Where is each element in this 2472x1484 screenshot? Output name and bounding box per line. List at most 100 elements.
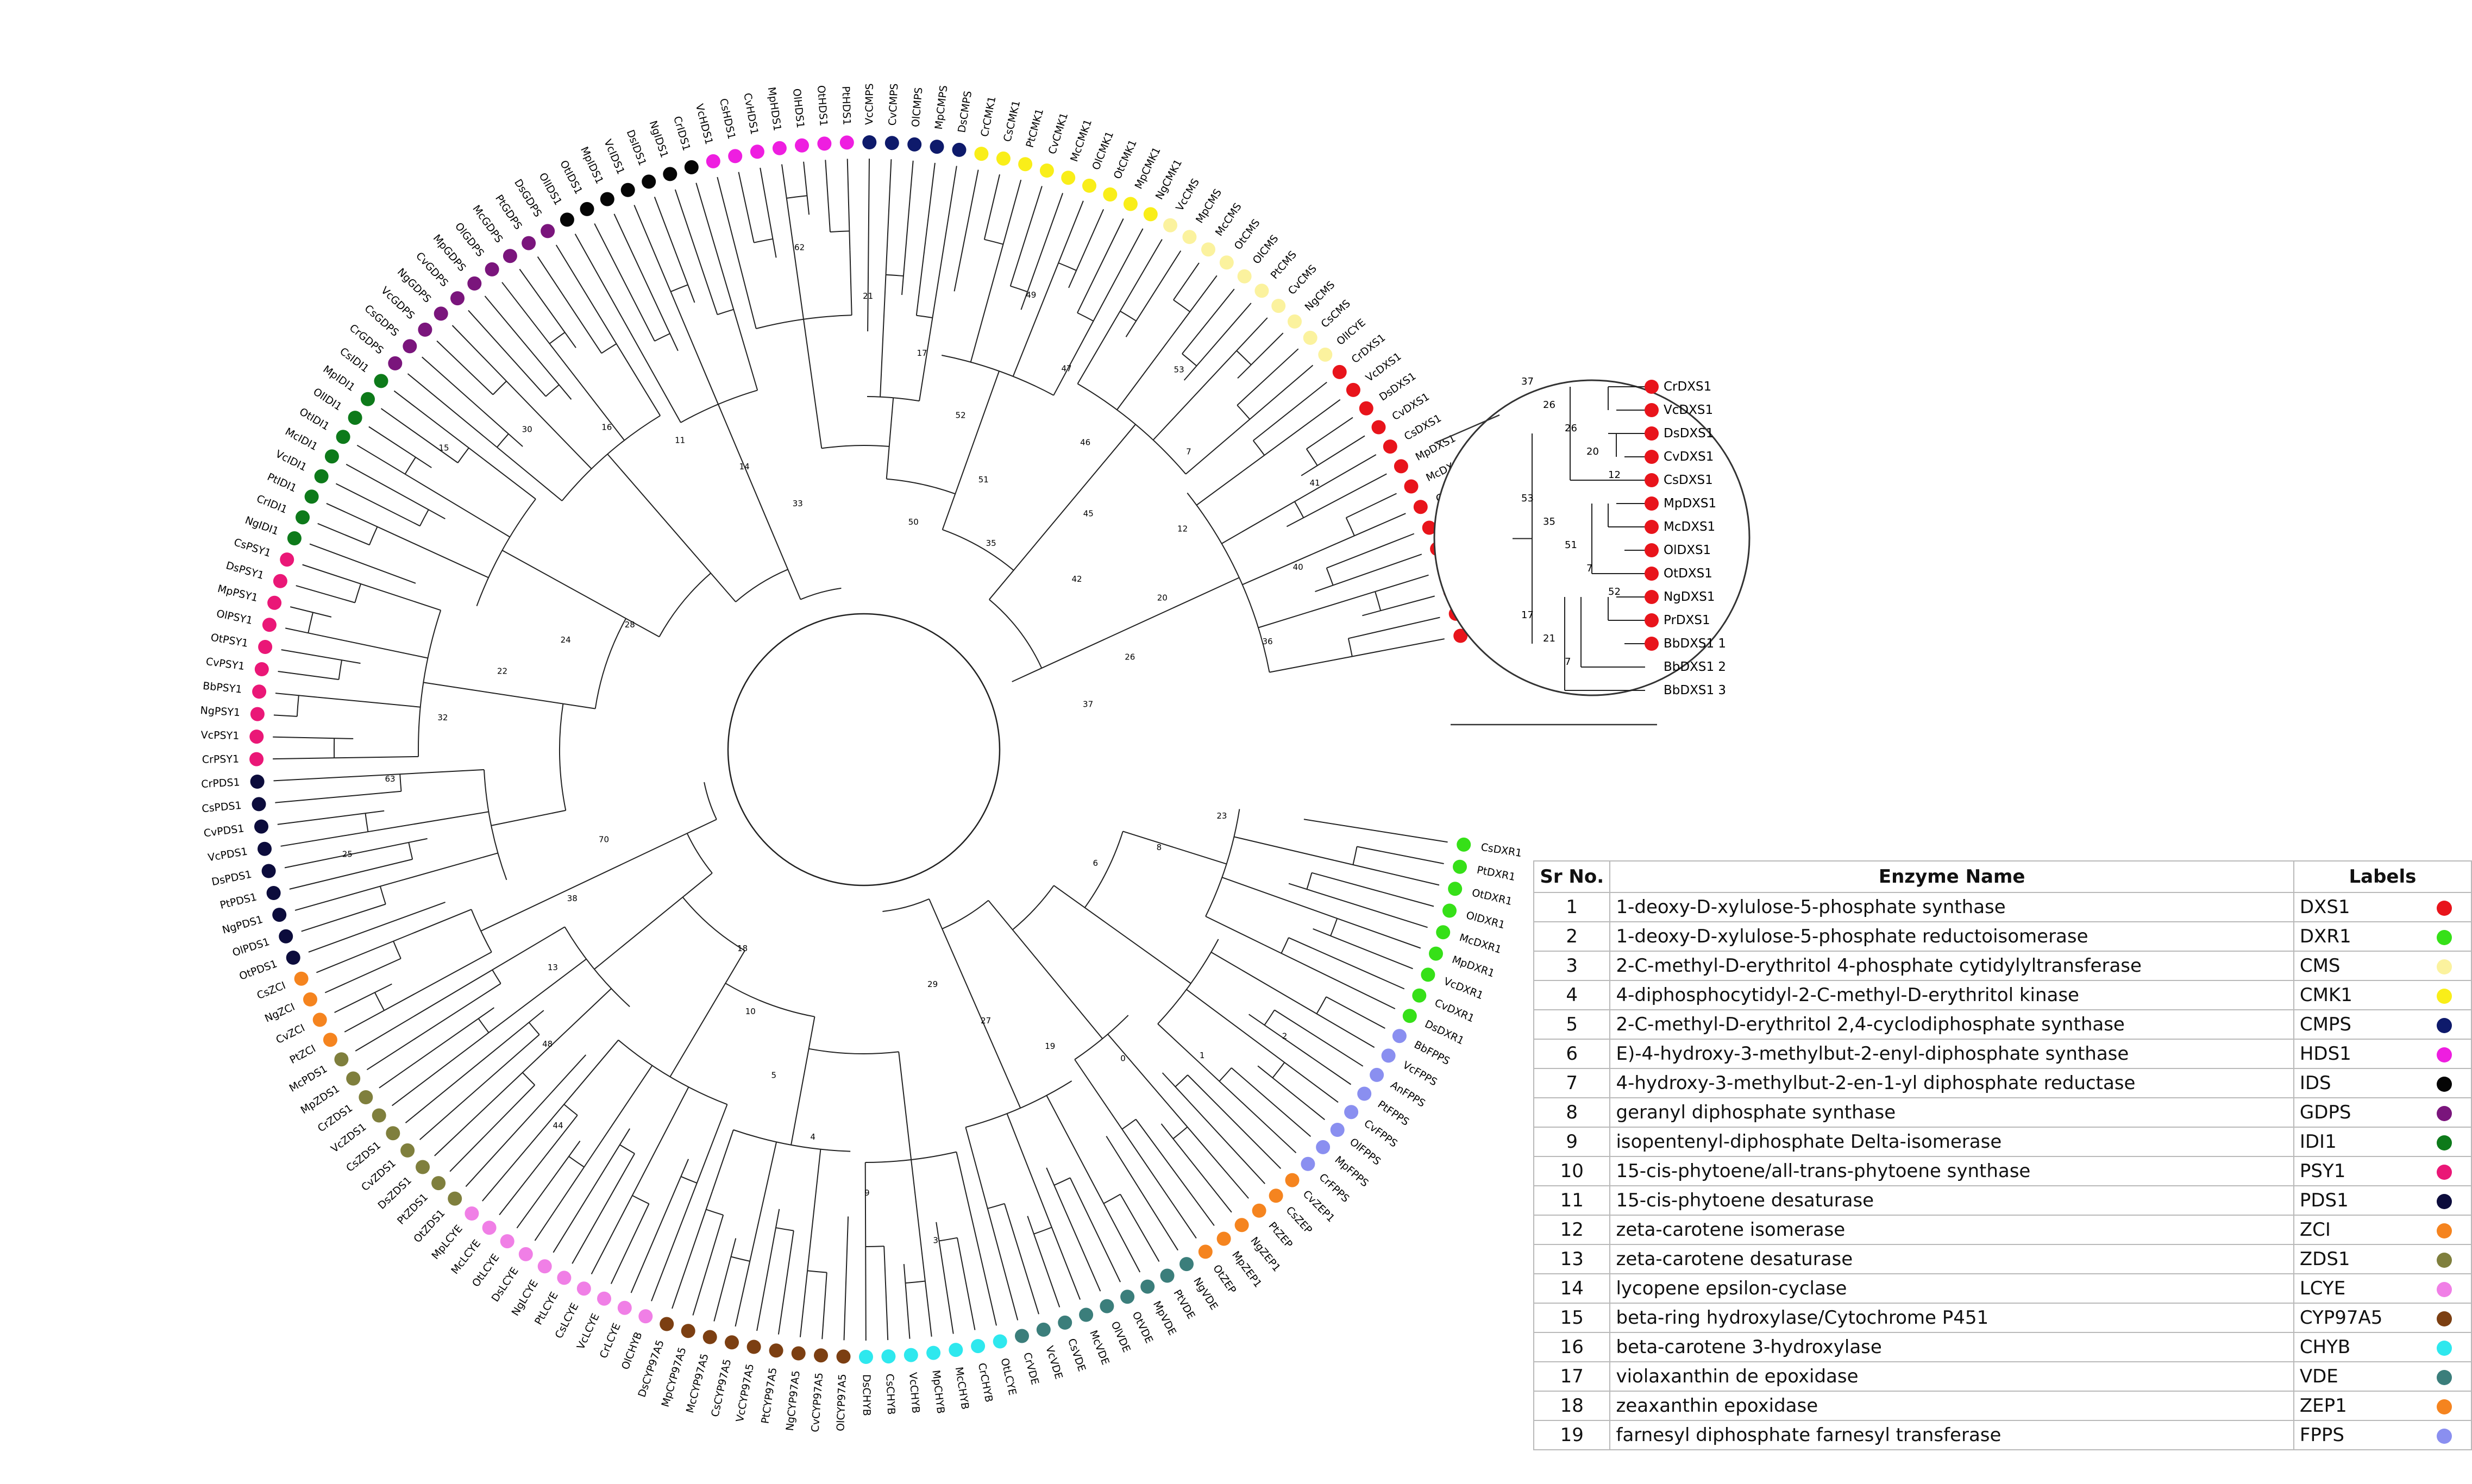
tree-branch (786, 198, 804, 319)
legend-color-dot (2436, 1105, 2452, 1121)
leaf-dot (258, 640, 273, 654)
legend-color-dot (2436, 1428, 2452, 1444)
zoom-leaf-label: DsDXS1 (1664, 426, 1714, 441)
legend-enzyme-name: violaxanthin de epoxidase (1609, 1361, 2294, 1392)
leaf-label: BbPSY1 (202, 680, 242, 696)
bootstrap-value: 19 (1045, 1041, 1055, 1051)
leaf-dot (1234, 1218, 1249, 1233)
zoom-leaf-label: MpDXS1 (1664, 496, 1716, 511)
legend-color-dot (2436, 1369, 2452, 1385)
tree-branch (465, 1054, 587, 1187)
legend-row-number: 4 (1533, 980, 1611, 1010)
leaf-label: NgVDE (1191, 1275, 1220, 1312)
bootstrap-value: 13 (548, 963, 558, 972)
leaf-dot (1058, 1315, 1072, 1330)
tree-branch (630, 1159, 689, 1293)
leaf-label: NgCYP97A5 (784, 1370, 802, 1431)
leaf-dot (1318, 347, 1333, 362)
legend-enzyme-name: isopentenyl-diphosphate Delta-isomerase (1609, 1127, 2294, 1157)
leaf-label: VcIDS1 (601, 137, 627, 176)
bootstrap-value: 12 (1177, 524, 1188, 533)
leaf-dot (304, 489, 319, 504)
leaf-label: PtGDPS (493, 193, 524, 232)
leaf-dot (1383, 439, 1397, 454)
tree-branch (1334, 860, 1440, 886)
bootstrap-value: 6 (1093, 858, 1099, 868)
leaf-label: MpCHYB (930, 1369, 946, 1414)
tree-branch (1253, 381, 1327, 441)
tree-branch (1221, 877, 1338, 919)
leaf-dot (772, 141, 787, 155)
tree-branch (1205, 1067, 1297, 1154)
bootstrap-value: 62 (794, 243, 805, 253)
tree-branch-arc (1264, 1009, 1275, 1026)
tree-branch (1196, 466, 1250, 506)
tree-branch (368, 811, 489, 833)
leaf-dot (1303, 330, 1317, 345)
bootstrap-value: 4 (810, 1132, 815, 1142)
tree-branches (273, 158, 1448, 1341)
leaf-label: OtLCYE (999, 1357, 1019, 1397)
backbone-arc (1084, 831, 1124, 908)
tree-branch (1231, 1067, 1312, 1137)
zoom-leaf-dot (1645, 567, 1659, 581)
legend-row-number: 9 (1533, 1127, 1611, 1157)
leaf-label: CvZCI (274, 1022, 306, 1046)
tree-branch (1110, 1113, 1197, 1239)
legend-enzyme-label: PDS1 (2293, 1185, 2418, 1216)
legend-row-number: 8 (1533, 1097, 1611, 1128)
leaf-label: OlCYP97A5 (835, 1374, 849, 1431)
tree-branch-arc (365, 813, 369, 832)
tree-branch (1003, 1203, 1039, 1315)
leaf-dot (1285, 1173, 1300, 1187)
legend-color-dot (2436, 1047, 2452, 1062)
tree-branch-arc (786, 195, 807, 199)
leaf-label: DsCHYB (861, 1374, 873, 1416)
leaf-label: CsCMK1 (1001, 99, 1022, 143)
tree-branch (886, 398, 894, 479)
clade-arc (942, 355, 1054, 396)
leaf-label: CrCHYB (976, 1362, 995, 1403)
tree-branch (451, 325, 520, 395)
tree-branch (674, 189, 718, 315)
tree-branch (394, 534, 489, 578)
tree-branch-arc (865, 1246, 884, 1247)
tree-branch (574, 234, 631, 333)
tree-branch (1326, 996, 1385, 1029)
backbone-arc (989, 599, 1043, 669)
legend-color-swatch-cell (2417, 1215, 2472, 1245)
bootstrap-value: 0 (1120, 1054, 1126, 1064)
tree-branch (1294, 454, 1377, 502)
tree-branch-arc (654, 333, 670, 342)
tree-branch (309, 543, 416, 584)
leaf-dot (403, 339, 417, 354)
tree-branch (275, 693, 318, 698)
tree-branch-arc (497, 433, 509, 448)
tree-branch-arc (1033, 1227, 1052, 1235)
tree-branch-arc (522, 1072, 536, 1086)
legend-enzyme-name: 15-cis-phytoene/all-trans-phytoene synth… (1609, 1156, 2294, 1186)
bootstrap-value: 9 (864, 1188, 870, 1198)
leaf-dot (1015, 1329, 1029, 1343)
tree-branch (1312, 872, 1434, 907)
tree-root-ring (727, 613, 1001, 886)
tree-branch (519, 394, 592, 469)
leaf-dot (1346, 382, 1360, 397)
tree-branch-arc (379, 886, 386, 904)
leaf-label: CrFPPS (1317, 1171, 1352, 1205)
leaf-label: CrIDS1 (671, 115, 693, 152)
tree-branch (957, 1237, 976, 1330)
tree-branch (1116, 326, 1179, 410)
bootstrap-value: 42 (1071, 574, 1082, 584)
tree-branch (1162, 1072, 1265, 1184)
clade-arc (418, 610, 442, 757)
tree-branch-arc (1053, 1177, 1071, 1186)
legend-row-number: 12 (1533, 1215, 1611, 1245)
legend-color-swatch-cell (2417, 1039, 2472, 1069)
leaf-dot (1436, 925, 1451, 940)
zoom-leaf-label: BbDXS1 2 (1664, 660, 1726, 674)
